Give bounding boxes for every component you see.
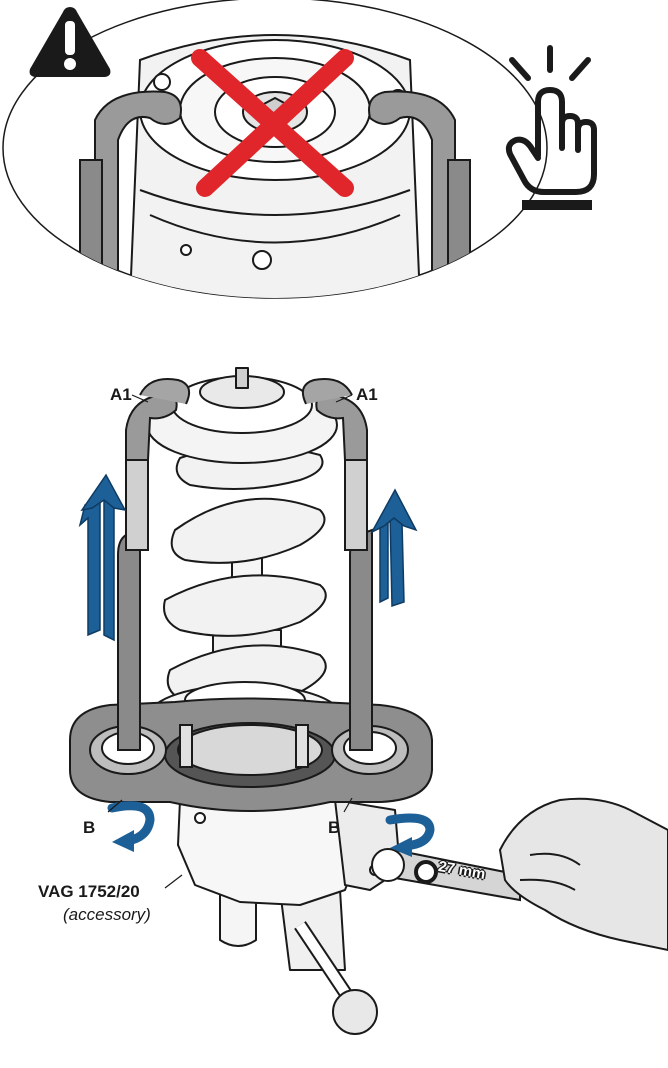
right-compressor-rod: [301, 378, 373, 751]
label-b-left: B: [83, 818, 96, 837]
label-b-right: B: [328, 818, 341, 837]
left-compressor-rod: [117, 378, 191, 751]
warning-triangle-icon: [27, 3, 113, 79]
red-cross-icon: [191, 49, 354, 197]
tool-name-label: VAG 1752/20: [38, 882, 140, 901]
arrow-up-icon: [78, 473, 127, 642]
rotate-arrow-icon-right: [385, 813, 435, 850]
hand-illustration: [498, 797, 668, 952]
warning-inset: [0, 0, 668, 330]
socket-hex-icon: [414, 860, 438, 884]
arrow-up-icon-right: [370, 488, 418, 608]
rotate-arrowhead-right: [390, 837, 412, 857]
compressor-plate: [69, 697, 433, 812]
spring-compressor-illustration: [0, 330, 668, 1068]
rotate-arrow-icon-left: [107, 801, 155, 845]
label-a1-right: A1: [356, 385, 378, 404]
label-a1-left: A1: [110, 385, 132, 404]
tool-note-label: (accessory): [63, 905, 151, 924]
rotate-arrowhead-left: [112, 830, 134, 852]
pointing-finger-icon: [496, 44, 604, 214]
